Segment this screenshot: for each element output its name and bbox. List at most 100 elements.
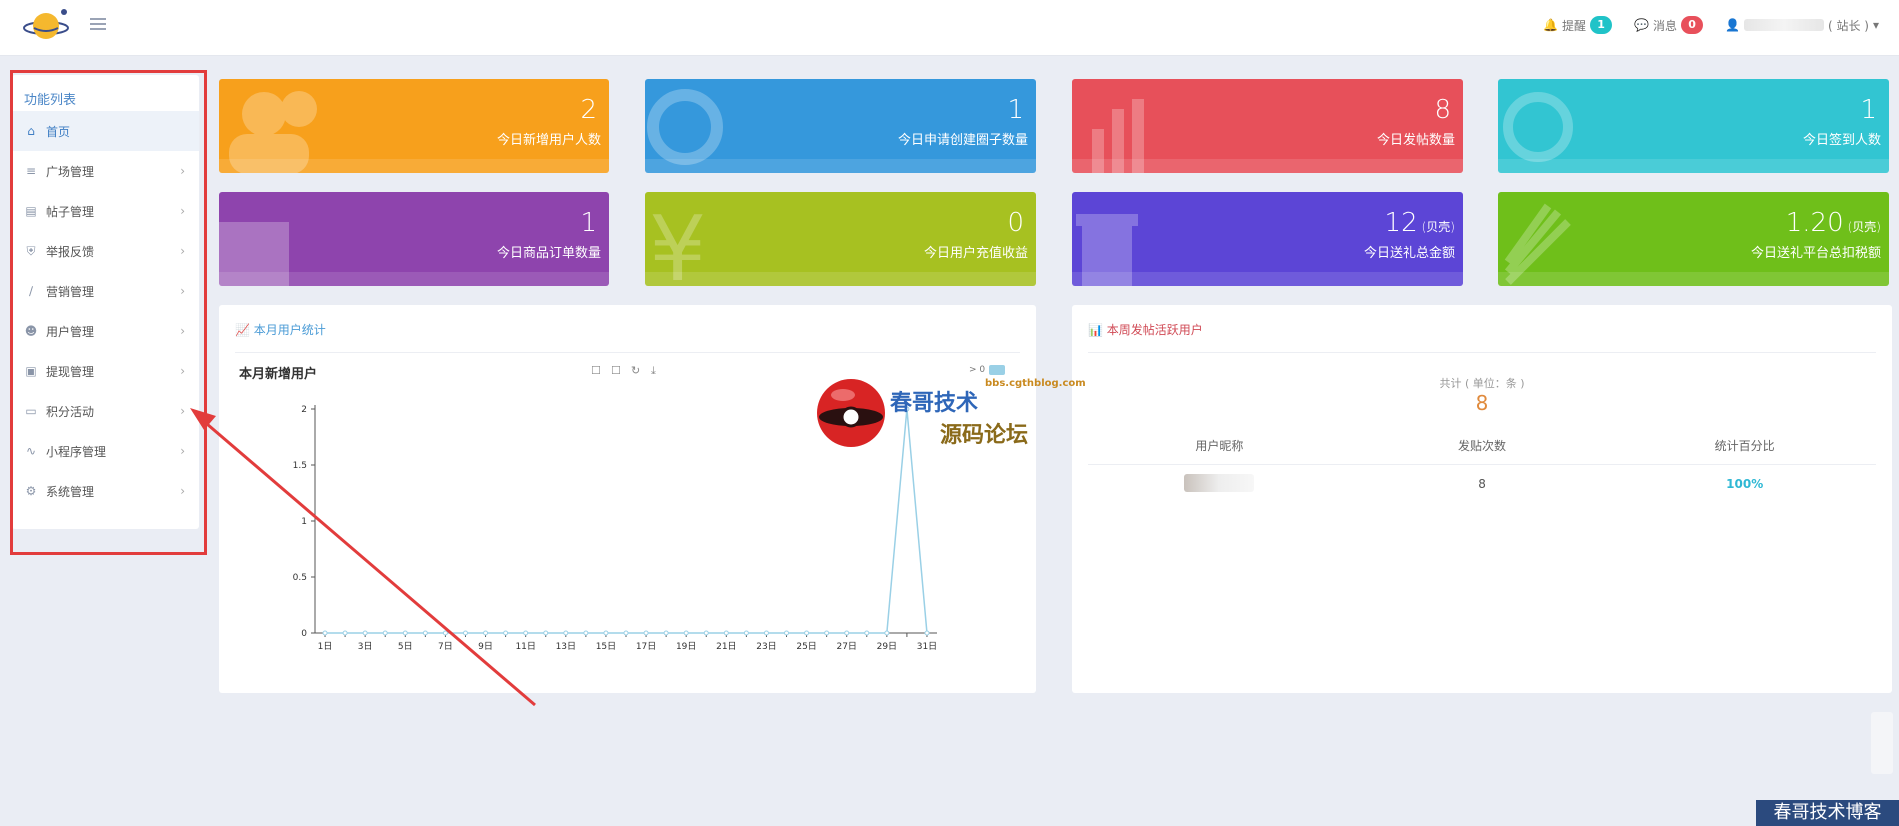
planet-logo-icon[interactable] [22, 6, 70, 46]
card-decoration-icon [229, 91, 317, 173]
card-strip [219, 159, 609, 173]
card-value: 12(贝壳) [1385, 210, 1455, 236]
data-point [322, 630, 328, 636]
sidebar-item[interactable]: ≡广场管理› [12, 151, 199, 191]
card-strip [645, 159, 1036, 173]
data-point [583, 630, 589, 636]
card-value-number: 12 [1384, 208, 1418, 238]
reminder-badge: 1 [1590, 16, 1613, 34]
reminder-button[interactable]: 🔔 提醒 1 [1543, 16, 1613, 34]
column-header: 用户昵称 [1195, 439, 1244, 453]
card-decoration-icon [647, 89, 723, 165]
user-name-blurred [1743, 19, 1824, 31]
users-icon: ☻ [24, 324, 38, 338]
sidebar-item-label: 帖子管理 [46, 204, 95, 219]
sidebar-item-label: 小程序管理 [46, 444, 107, 459]
sidebar-item[interactable]: ▭积分活动› [12, 391, 199, 431]
chart-legend[interactable]: > 0 [969, 365, 1006, 375]
data-point [623, 630, 629, 636]
sidebar-item-label: 营销管理 [46, 284, 95, 299]
data-point [543, 630, 549, 636]
data-point [422, 630, 428, 636]
column-header: 统计百分比 [1714, 439, 1775, 453]
user-menu[interactable]: 👤 ( 站长 ) ▾ [1725, 17, 1879, 34]
wand-icon: ∕ [28, 284, 34, 298]
chart-title: 本月新增用户 [239, 367, 318, 382]
sidebar-item-label: 广场管理 [46, 164, 95, 179]
sidebar-item-label: 系统管理 [46, 484, 95, 499]
x-tick-label: 23日 [756, 641, 776, 652]
y-tick-label: 1 [301, 517, 307, 527]
sidebar-item[interactable]: ☻用户管理› [12, 311, 199, 351]
table-header-row: 用户昵称 发贴次数 统计百分比 [1088, 427, 1876, 465]
sidebar-item[interactable]: ⛨举报反馈› [12, 231, 199, 271]
sidebar-item[interactable]: ▤帖子管理› [12, 191, 199, 231]
sidebar-item-label: 提现管理 [46, 364, 95, 379]
sidebar-item[interactable]: ∿小程序管理› [12, 431, 199, 471]
stat-card[interactable]: 1.20(贝壳)今日送礼平台总扣税额 [1498, 192, 1889, 286]
nickname-blurred [1184, 473, 1255, 492]
zoom-icon[interactable]: ☐ [591, 364, 601, 377]
svg-text:¥: ¥ [649, 197, 706, 286]
card-strip [219, 272, 609, 286]
data-point [683, 630, 689, 636]
data-point [663, 630, 669, 636]
data-point [864, 630, 870, 636]
restore-icon[interactable]: ↻ [631, 364, 641, 377]
x-tick-label: 21日 [716, 641, 736, 652]
sidebar-item[interactable]: ▣提现管理› [12, 351, 199, 391]
card-icon: ▭ [25, 404, 37, 418]
download-icon[interactable]: ⤓ [651, 364, 656, 377]
card-strip [1498, 272, 1889, 286]
caret-down-icon: ▾ [1872, 18, 1879, 32]
data-point [844, 630, 850, 636]
data-point [763, 630, 769, 636]
user-role: ( 站长 ) [1827, 18, 1869, 33]
x-tick-label: 31日 [917, 641, 937, 652]
data-point [804, 630, 810, 636]
active-user-table: 用户昵称 发贴次数 统计百分比 8 100% [1088, 427, 1876, 503]
data-point [362, 630, 368, 636]
card-decoration-icon: ¥ [649, 197, 706, 286]
x-tick-label: 7日 [438, 641, 453, 652]
x-tick-label: 29日 [877, 641, 897, 652]
scroll-to-top-button[interactable] [1871, 712, 1893, 774]
card-unit: (贝壳) [1847, 220, 1881, 234]
card-value-number: 2 [580, 95, 597, 125]
card-decoration-icon [1503, 92, 1573, 162]
data-point [563, 630, 569, 636]
sidebar-item[interactable]: ⌂首页 [12, 111, 199, 151]
message-button[interactable]: 💬 消息 0 [1634, 16, 1704, 34]
card-label: 今日申请创建圈子数量 [897, 133, 1028, 148]
sidebar-title: 功能列表 [24, 93, 77, 108]
x-tick-label: 11日 [515, 641, 535, 652]
sidebar-item[interactable]: ⚙系统管理› [12, 471, 199, 511]
chevron-right-icon: › [180, 324, 185, 338]
chevron-right-icon: › [180, 364, 185, 378]
x-tick-label: 15日 [596, 641, 616, 652]
data-point [643, 630, 649, 636]
card-value-number: 1.20 [1785, 208, 1844, 238]
menu-toggle-icon[interactable] [90, 18, 106, 32]
total-label: 共计 ( 单位：条 ) [1439, 377, 1525, 390]
data-point [824, 630, 830, 636]
sidebar-item[interactable]: ∕ 营销管理 › [12, 271, 199, 311]
data-point [442, 630, 448, 636]
bell-icon: 🔔 [1543, 18, 1559, 32]
chevron-right-icon: › [180, 284, 185, 298]
panel-title: 本月用户统计 [253, 323, 326, 337]
stat-card[interactable]: 12(贝壳)今日送礼总金额 [1072, 192, 1463, 286]
chevron-right-icon: › [180, 444, 185, 458]
signpost-icon: ≡ [25, 164, 37, 178]
zoom-reset-icon[interactable]: ☐ [611, 364, 621, 377]
panel-header: 📊 本周发帖活跃用户 [1088, 305, 1876, 353]
card-decoration-icon [219, 222, 289, 286]
card-strip [645, 272, 1036, 286]
